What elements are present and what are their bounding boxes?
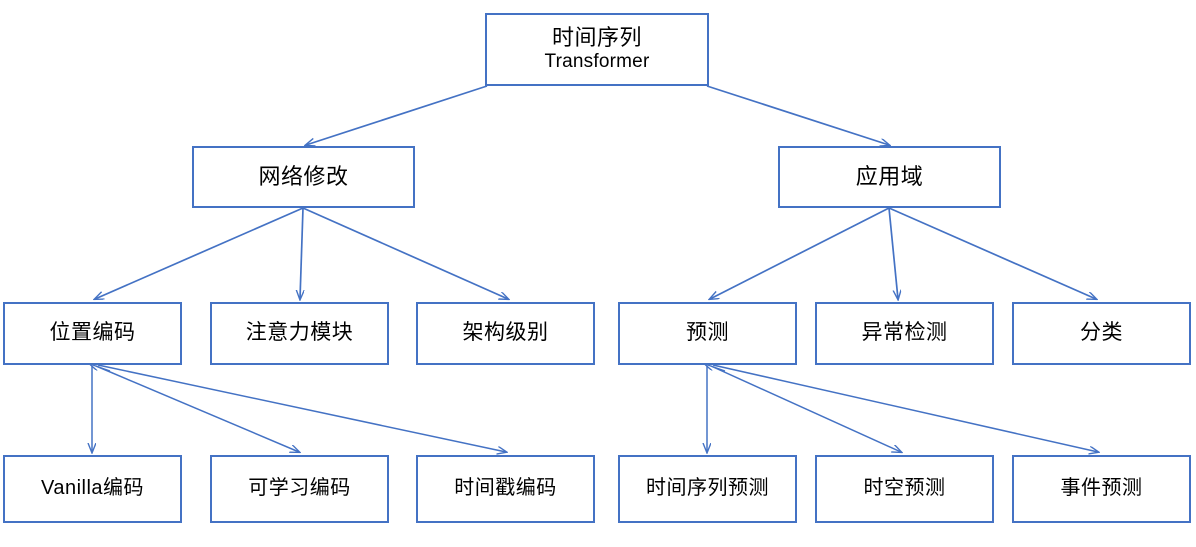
node-network-modification[interactable]: 网络修改 bbox=[192, 146, 415, 208]
edge-positional-to-learnable-encoding bbox=[95, 365, 299, 452]
node-classification-label: 分类 bbox=[1080, 321, 1123, 345]
node-application-domain[interactable]: 应用域 bbox=[778, 146, 1001, 208]
node-root-label-line2: Transformer bbox=[544, 51, 650, 73]
edge-positional-to-timestamp-encoding bbox=[97, 364, 506, 452]
node-time-series-forecasting[interactable]: 时间序列预测 bbox=[618, 455, 797, 523]
node-forecasting-label: 预测 bbox=[686, 321, 729, 345]
node-timestamp-encoding-label: 时间戳编码 bbox=[454, 477, 557, 500]
edge-forecasting-fan-origin-marker bbox=[705, 364, 726, 372]
node-application-domain-label: 应用域 bbox=[855, 164, 924, 190]
edge-application-to-forecasting bbox=[710, 207, 890, 299]
node-spatiotemporal-forecasting-label: 时空预测 bbox=[863, 477, 946, 500]
edge-forecasting-to-event-forecasting bbox=[712, 364, 1098, 452]
node-network-modification-label: 网络修改 bbox=[258, 164, 349, 190]
edge-root-to-network-modification bbox=[306, 85, 488, 145]
node-root-label-line1: 时间序列 bbox=[551, 25, 642, 51]
node-positional-encoding[interactable]: 位置编码 bbox=[3, 302, 182, 365]
node-classification[interactable]: 分类 bbox=[1012, 302, 1191, 365]
edge-application-to-classification bbox=[888, 207, 1096, 299]
edge-forecasting-to-spatiotemporal-forecasting bbox=[710, 365, 901, 452]
node-attention-module-label: 注意力模块 bbox=[245, 321, 354, 345]
edge-root-to-application-domain bbox=[706, 85, 889, 145]
node-timestamp-encoding[interactable]: 时间戳编码 bbox=[416, 455, 595, 523]
node-vanilla-encoding-label: Vanilla编码 bbox=[40, 477, 145, 500]
node-learnable-encoding-label: 可学习编码 bbox=[248, 477, 351, 500]
node-architecture-level-label: 架构级别 bbox=[462, 321, 549, 345]
node-forecasting[interactable]: 预测 bbox=[618, 302, 797, 365]
edge-network-to-positional-encoding bbox=[95, 207, 304, 299]
node-vanilla-encoding[interactable]: Vanilla编码 bbox=[3, 455, 182, 523]
node-attention-module[interactable]: 注意力模块 bbox=[210, 302, 389, 365]
node-anomaly-detection[interactable]: 异常检测 bbox=[815, 302, 994, 365]
node-learnable-encoding[interactable]: 可学习编码 bbox=[210, 455, 389, 523]
edge-positional-fan-origin-marker bbox=[90, 364, 111, 372]
node-root-time-series-transformer[interactable]: 时间序列 Transformer bbox=[485, 13, 709, 86]
node-time-series-forecasting-label: 时间序列预测 bbox=[646, 477, 769, 500]
edge-network-to-architecture-level bbox=[302, 207, 508, 299]
node-event-forecasting-label: 事件预测 bbox=[1060, 477, 1143, 500]
node-anomaly-detection-label: 异常检测 bbox=[861, 321, 948, 345]
node-positional-encoding-label: 位置编码 bbox=[49, 321, 136, 345]
edge-network-to-attention-module bbox=[300, 207, 303, 299]
edge-application-to-anomaly-detection bbox=[888, 207, 898, 299]
node-spatiotemporal-forecasting[interactable]: 时空预测 bbox=[815, 455, 994, 523]
node-architecture-level[interactable]: 架构级别 bbox=[416, 302, 595, 365]
node-event-forecasting[interactable]: 事件预测 bbox=[1012, 455, 1191, 523]
